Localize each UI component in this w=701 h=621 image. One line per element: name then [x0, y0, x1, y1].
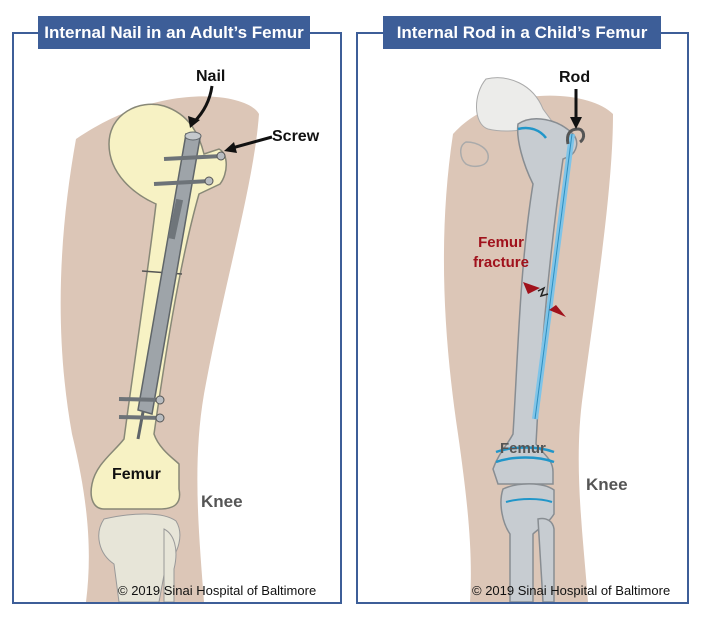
rod-label: Rod: [559, 69, 591, 86]
femur-fracture-label-line2: fracture: [473, 254, 529, 271]
child-femur-illustration: [443, 77, 613, 602]
adult-femur-illustration: [60, 85, 273, 602]
femur-label-adult: Femur: [112, 466, 161, 483]
femur-label-child: Femur: [500, 440, 546, 457]
femur-fracture-label-line1: Femur: [478, 234, 524, 251]
knee-label-child: Knee: [586, 475, 628, 494]
adult-femur-panel: [12, 32, 342, 604]
screw-label: Screw: [272, 128, 320, 145]
copyright-left: © 2019 Sinai Hospital of Baltimore: [118, 583, 317, 598]
right-panel-title: Internal Rod in a Child’s Femur: [383, 16, 661, 49]
nail-label: Nail: [196, 68, 226, 85]
knee-label-adult: Knee: [201, 492, 243, 511]
left-panel-title: Internal Nail in an Adult’s Femur: [38, 16, 310, 49]
copyright-right: © 2019 Sinai Hospital of Baltimore: [472, 583, 671, 598]
femur-fracture-label: Femur fracture: [466, 233, 536, 273]
child-femur-panel: [356, 32, 689, 604]
